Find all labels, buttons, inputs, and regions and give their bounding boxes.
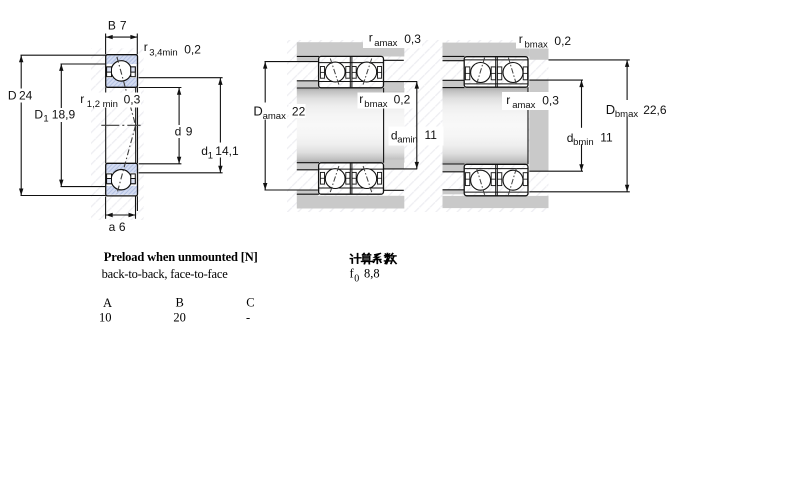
svg-text:0,2: 0,2: [554, 34, 571, 48]
svg-text:24: 24: [19, 89, 33, 103]
svg-text:C: C: [246, 296, 254, 310]
svg-text:d: d: [201, 144, 208, 158]
svg-text:r: r: [144, 40, 148, 54]
svg-text:0,3: 0,3: [542, 94, 559, 108]
svg-text:-: -: [246, 311, 250, 325]
svg-text:bmax: bmax: [364, 99, 387, 110]
svg-text:D: D: [8, 89, 17, 103]
svg-text:d: d: [567, 131, 574, 145]
svg-text:1: 1: [43, 114, 48, 125]
svg-text:d: d: [391, 128, 398, 142]
svg-text:r: r: [359, 92, 363, 106]
svg-text:r: r: [369, 31, 373, 45]
svg-text:B: B: [108, 18, 116, 32]
svg-text:18,9: 18,9: [52, 107, 76, 121]
svg-text:1: 1: [208, 150, 213, 161]
svg-text:11: 11: [425, 128, 438, 142]
svg-text:D: D: [606, 102, 615, 117]
svg-text:bmax: bmax: [525, 40, 548, 51]
svg-text:0,3: 0,3: [124, 93, 141, 107]
svg-text:20: 20: [173, 311, 186, 325]
svg-text:22: 22: [292, 104, 306, 118]
svg-text:d: d: [175, 125, 182, 139]
svg-text:D: D: [34, 107, 43, 121]
svg-text:22,6: 22,6: [643, 103, 667, 117]
svg-text:back-to-back, face-to-face: back-to-back, face-to-face: [102, 267, 229, 281]
svg-text:bmin: bmin: [573, 137, 594, 148]
svg-text:3,4min: 3,4min: [149, 48, 178, 59]
svg-text:7: 7: [120, 18, 127, 32]
svg-text:14,1: 14,1: [215, 144, 239, 158]
svg-text:a: a: [109, 220, 116, 234]
svg-text:A: A: [103, 296, 112, 310]
svg-text:D: D: [253, 104, 262, 119]
svg-text:B: B: [176, 296, 184, 310]
svg-text:11: 11: [600, 130, 613, 144]
svg-text:amax: amax: [263, 111, 286, 122]
svg-text:r: r: [519, 32, 523, 46]
svg-text:10: 10: [99, 311, 112, 325]
svg-text:8,8: 8,8: [364, 266, 380, 280]
svg-text:r: r: [506, 93, 510, 107]
svg-text:6: 6: [119, 220, 126, 234]
svg-text:amax: amax: [374, 38, 397, 49]
svg-text:0,2: 0,2: [184, 42, 201, 56]
svg-text:amax: amax: [512, 100, 535, 111]
svg-text:0,2: 0,2: [394, 93, 411, 107]
svg-text:0,3: 0,3: [404, 32, 421, 46]
svg-text:f: f: [350, 266, 355, 280]
svg-text:9: 9: [186, 125, 193, 139]
svg-text:amin: amin: [397, 134, 418, 145]
svg-text:1,2 min: 1,2 min: [87, 99, 118, 110]
svg-text:bmax: bmax: [615, 109, 638, 120]
svg-text:0: 0: [354, 273, 359, 284]
svg-text:Preload when unmounted [N]: Preload when unmounted [N]: [104, 250, 258, 264]
svg-text:r: r: [80, 92, 84, 106]
